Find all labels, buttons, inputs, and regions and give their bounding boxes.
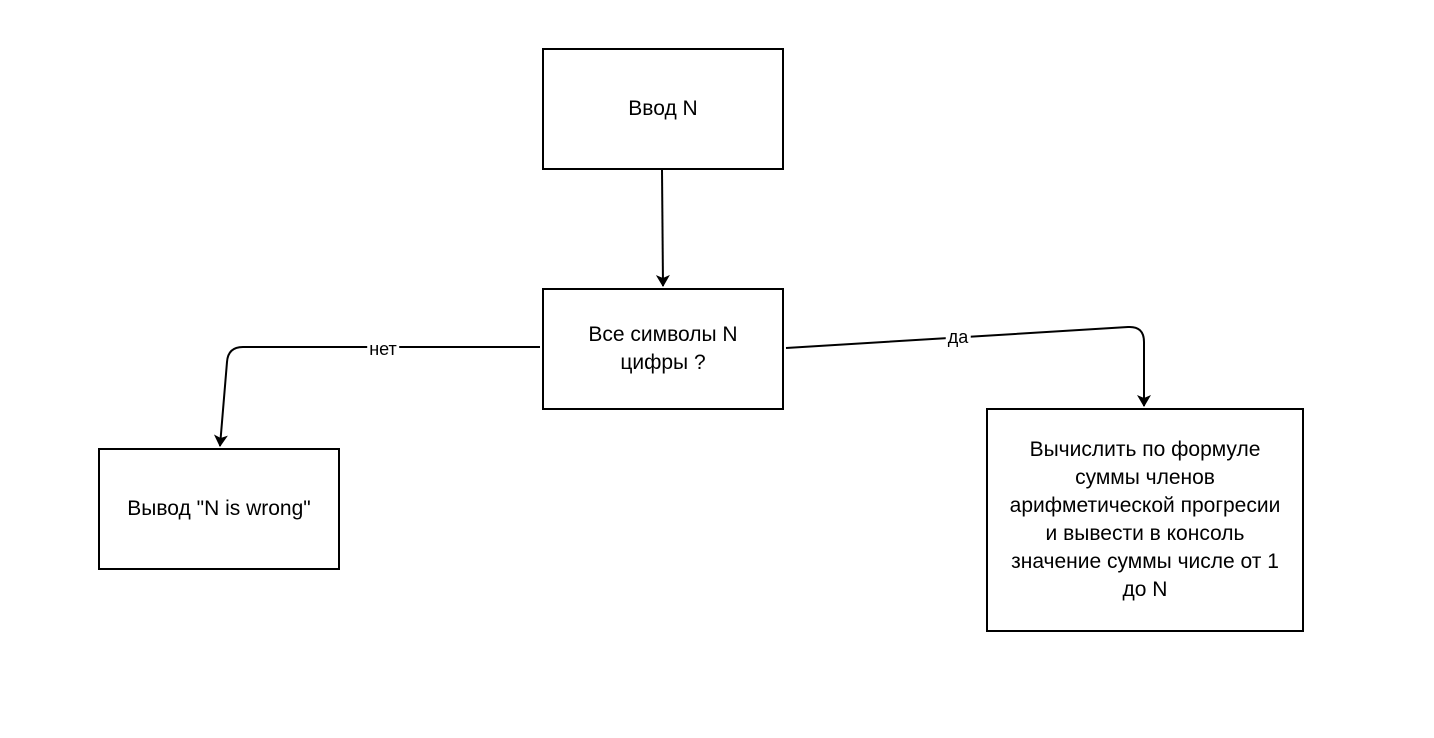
edge-check-to-calc xyxy=(785,325,1151,407)
input-n-node: Ввод N xyxy=(542,48,784,170)
input-n-label: Ввод N xyxy=(628,97,698,120)
edge-input-to-check xyxy=(655,169,670,287)
compute-sum-label: Вычислить по формуле суммы членов арифме… xyxy=(1009,438,1281,601)
edge-check-to-wrong xyxy=(213,346,540,447)
edge-label-yes: да xyxy=(945,327,971,347)
output-wrong-label: Вывод "N is wrong" xyxy=(127,497,311,520)
compute-sum-node: Вычислить по формуле суммы членов арифме… xyxy=(986,408,1304,632)
edge-label-no: нет xyxy=(367,339,399,359)
output-wrong-node: Вывод "N is wrong" xyxy=(98,448,340,570)
digits-check-label: Все символы N цифры ? xyxy=(588,323,738,374)
digits-check-decision-node: Все символы N цифры ? xyxy=(542,288,784,410)
